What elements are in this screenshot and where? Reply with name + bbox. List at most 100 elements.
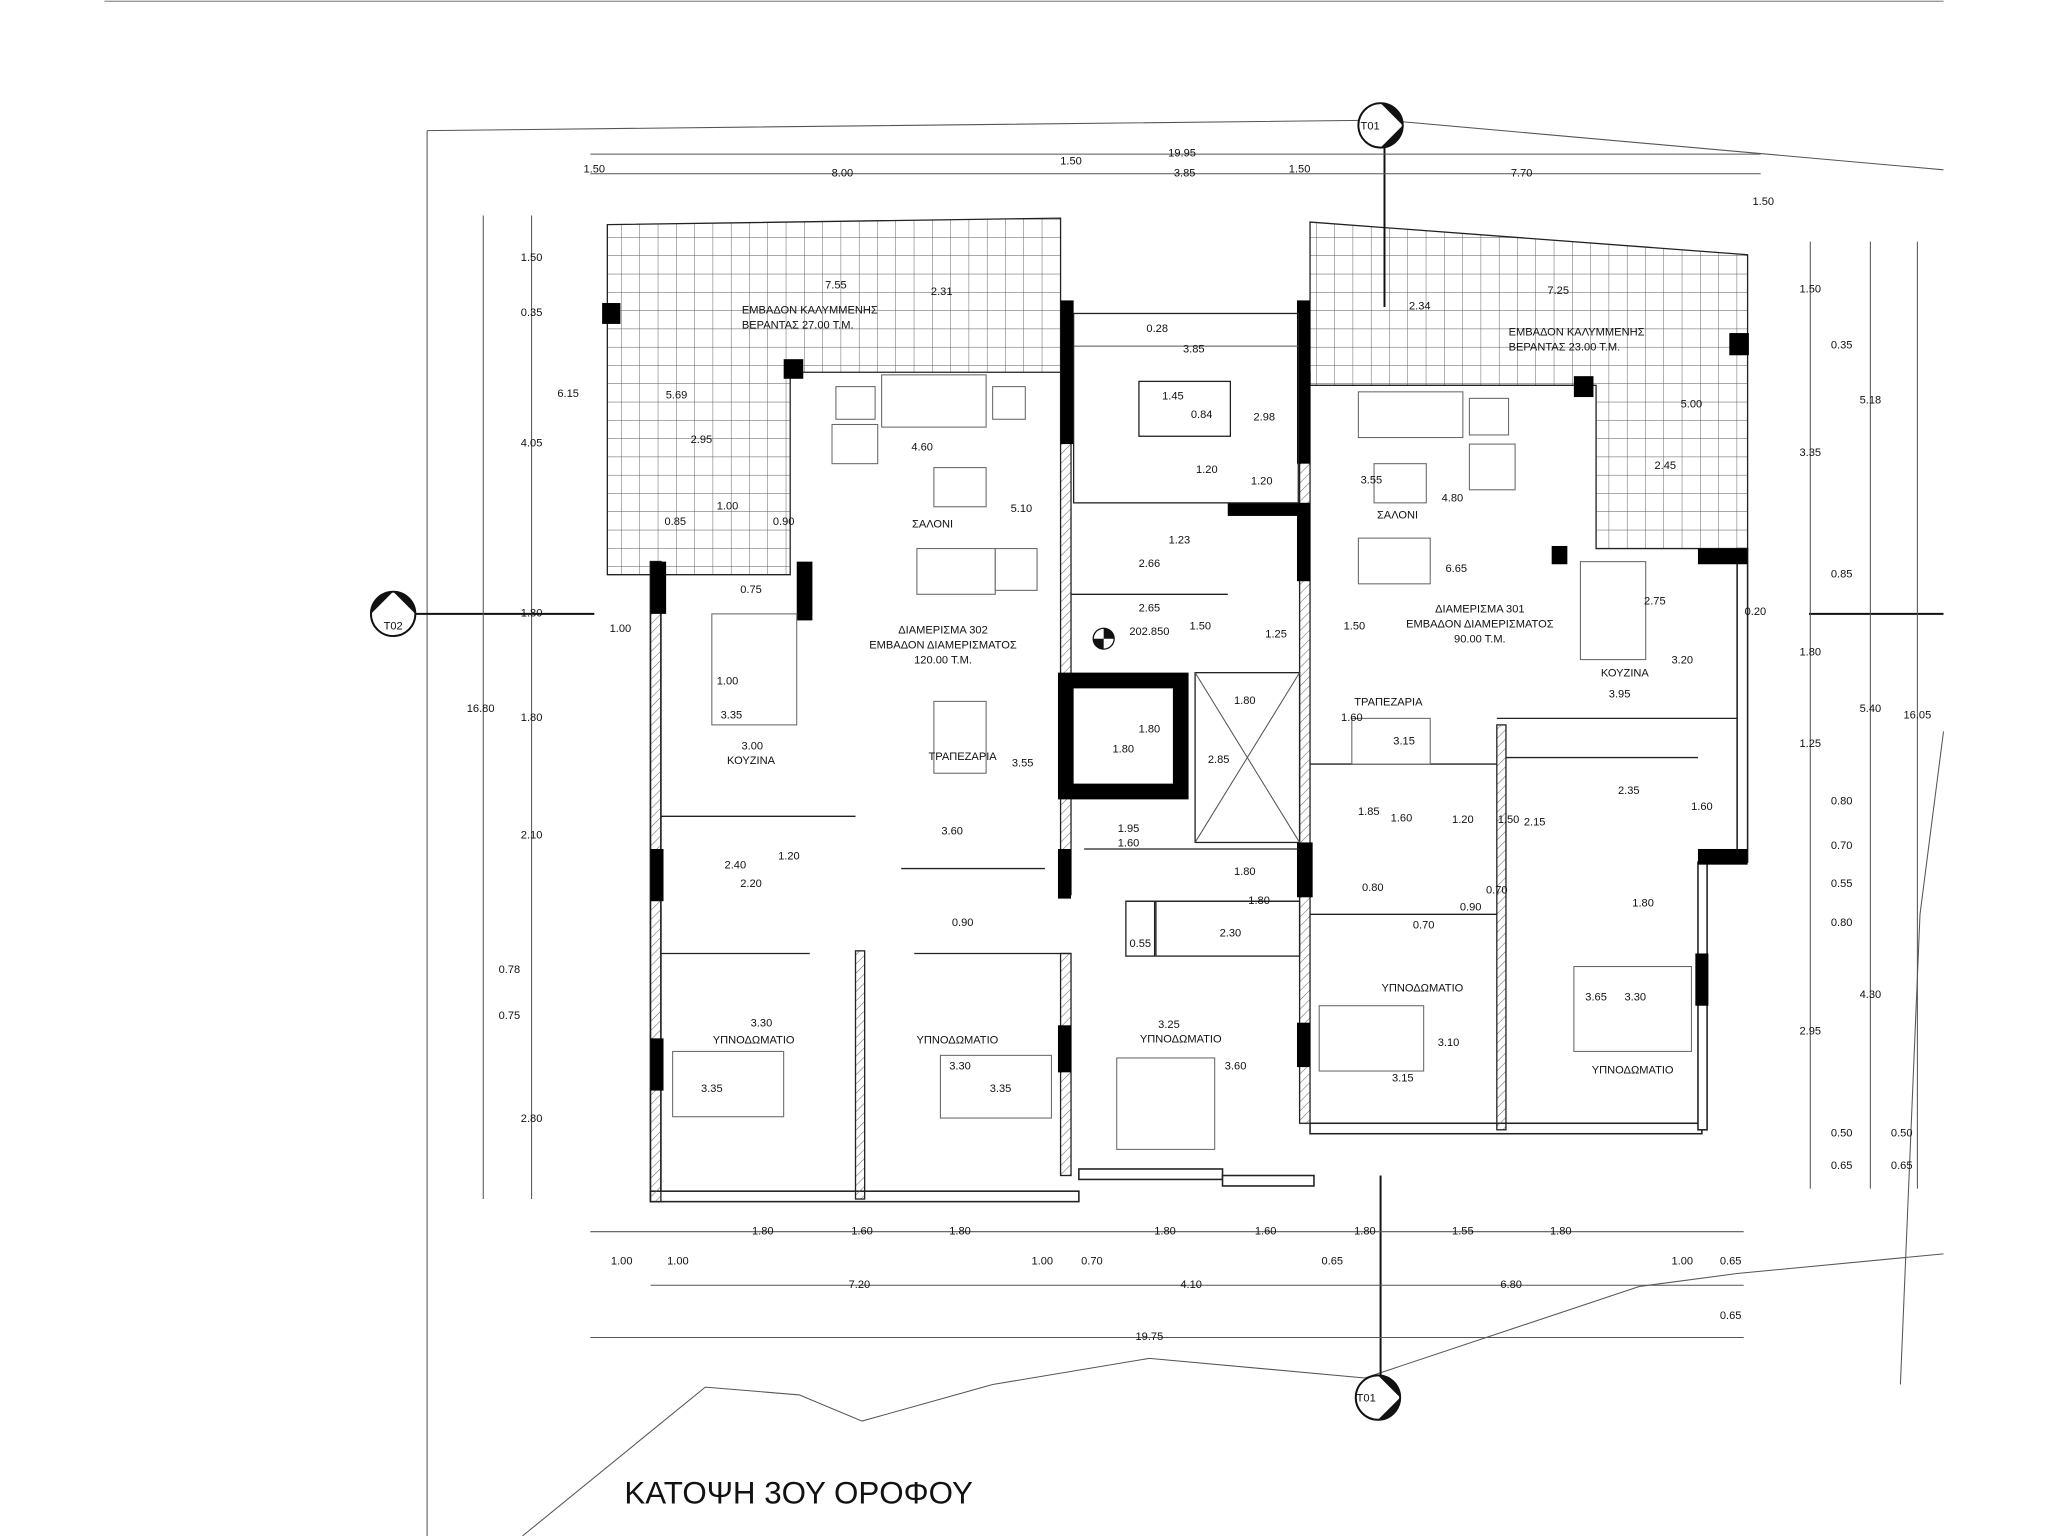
dimension-label: 1.00 bbox=[610, 623, 632, 635]
dimension-label: 1.50 bbox=[1344, 621, 1366, 633]
dimension-label: 1.80 bbox=[1112, 743, 1134, 755]
dimension-label: 1.50 bbox=[1190, 621, 1212, 633]
dimension-label: 1.80 bbox=[1354, 1225, 1376, 1237]
room-label: ΚΟΥΖΙΝΑ bbox=[1601, 668, 1650, 680]
dimension-label: 1.80 bbox=[949, 1225, 971, 1237]
dimension-label: 3.55 bbox=[1012, 758, 1034, 770]
dimension-label: 1.60 bbox=[851, 1225, 873, 1237]
dimension-label: 5.69 bbox=[666, 389, 688, 401]
veranda-area-label: ΕΜΒΑΔΟΝ ΚΑΛΥΜΜΕΝΗΣ bbox=[742, 304, 878, 316]
dimension-label: 2.85 bbox=[1208, 754, 1230, 766]
section-marker-left: T02 bbox=[369, 590, 417, 638]
dimension-lines bbox=[482, 153, 1918, 1338]
dimension-label: 3.65 bbox=[1585, 991, 1607, 1003]
dimension-label: 0.85 bbox=[1831, 568, 1853, 580]
dimension-label: 1.80 bbox=[1799, 647, 1821, 659]
dimension-label: 3.35 bbox=[701, 1083, 723, 1095]
dimension-label: 0.75 bbox=[499, 1010, 521, 1022]
dimension-label: 0.50 bbox=[1891, 1127, 1913, 1139]
dimension-label: 19.75 bbox=[1136, 1331, 1164, 1343]
dimension-label: 19.95 bbox=[1168, 148, 1196, 160]
dimension-label: 1.00 bbox=[717, 500, 739, 512]
dimension-label: 3.20 bbox=[1671, 655, 1693, 667]
site-boundary bbox=[426, 119, 1945, 1536]
dimension-label: 1.50 bbox=[1060, 156, 1082, 168]
room-label: ΤΡΑΠΕΖΑΡΙΑ bbox=[928, 751, 997, 763]
dimension-label: 16.05 bbox=[1904, 709, 1932, 721]
dimension-label: 3.30 bbox=[751, 1018, 773, 1030]
dimension-label: 4.30 bbox=[1860, 989, 1882, 1001]
dimension-label: 3.85 bbox=[1174, 167, 1196, 179]
dimension-label: 1.00 bbox=[717, 675, 739, 687]
dimension-label: 0.90 bbox=[952, 917, 974, 929]
dimension-label: 0.28 bbox=[1146, 323, 1168, 335]
dimension-label: 2.75 bbox=[1644, 596, 1666, 608]
dimension-label: 2.30 bbox=[1220, 927, 1242, 939]
dimension-label: 5.00 bbox=[1681, 399, 1703, 411]
dimension-label: 0.35 bbox=[521, 307, 543, 319]
dimension-label: 0.55 bbox=[1129, 938, 1151, 950]
dimension-label: 2.66 bbox=[1139, 558, 1161, 570]
dimension-label: 1.85 bbox=[1358, 806, 1380, 818]
dimension-label: 6.80 bbox=[1500, 1279, 1522, 1291]
veranda-area-label: ΒΕΡΑΝΤΑΣ 23.00 Τ.Μ. bbox=[1509, 342, 1621, 354]
dimension-label: 1.00 bbox=[1031, 1255, 1053, 1267]
dimension-label: 0.90 bbox=[1460, 901, 1482, 913]
dimension-label: 2.20 bbox=[740, 878, 762, 890]
apartment-area: 90.00 Τ.Μ. bbox=[1454, 634, 1506, 646]
dimension-label: 1.20 bbox=[1196, 464, 1218, 476]
dimension-label: 6.65 bbox=[1446, 563, 1468, 575]
dimension-label: 1.50 bbox=[1498, 814, 1520, 826]
dimension-label: 7.55 bbox=[825, 280, 847, 292]
section-marker-bottom: T01 bbox=[1354, 1374, 1402, 1421]
dimension-label: 1.50 bbox=[521, 252, 543, 264]
dimension-label: 1.20 bbox=[778, 850, 800, 862]
dimension-label: 1.00 bbox=[1671, 1255, 1693, 1267]
dimension-label: 0.65 bbox=[1321, 1255, 1343, 1267]
dimension-label: 0.65 bbox=[1720, 1310, 1742, 1322]
dimension-label: 0.70 bbox=[1831, 840, 1853, 852]
dimension-label: 7.20 bbox=[849, 1279, 871, 1291]
dimension-label: 1.80 bbox=[521, 712, 543, 724]
dimension-label: 3.35 bbox=[721, 709, 743, 721]
dimension-label: 1.45 bbox=[1162, 391, 1184, 403]
dimension-label: 4.10 bbox=[1180, 1279, 1202, 1291]
dimension-label: 3.15 bbox=[1392, 1072, 1414, 1084]
dimension-label: 0.35 bbox=[1831, 340, 1853, 352]
dimension-label: 3.30 bbox=[949, 1061, 971, 1073]
dimension-labels: 19.95 1.50 8.00 1.50 3.85 1.50 7.70 1.50 1.50 0.3… bbox=[467, 148, 1932, 1343]
room-label: ΤΡΑΠΕΖΑΡΙΑ bbox=[1354, 696, 1423, 708]
dimension-label: 2.95 bbox=[691, 434, 713, 446]
furniture bbox=[672, 374, 1692, 1150]
apartment-area-label: ΕΜΒΑΔΟΝ ΔΙΑΜΕΡΙΣΜΑΤΟΣ bbox=[869, 639, 1017, 651]
dimension-label: 7.25 bbox=[1547, 285, 1569, 297]
dimension-label: 0.65 bbox=[1891, 1160, 1913, 1172]
dimension-label: 4.60 bbox=[911, 442, 933, 454]
apartment-area-label: ΕΜΒΑΔΟΝ ΔΙΑΜΕΡΙΣΜΑΤΟΣ bbox=[1406, 619, 1554, 631]
dimension-label: 1.50 bbox=[1799, 284, 1821, 296]
dimension-label: 0.70 bbox=[1413, 920, 1435, 932]
dimension-label: 0.80 bbox=[1362, 882, 1384, 894]
dimension-label: 4.05 bbox=[521, 438, 543, 450]
dimension-label: 0.20 bbox=[1745, 606, 1767, 618]
dimension-label: 0.55 bbox=[1831, 878, 1853, 890]
dimension-label: 0.75 bbox=[740, 584, 762, 596]
dimension-label: 6.15 bbox=[557, 388, 579, 400]
dimension-label: 1.95 bbox=[1118, 823, 1140, 835]
dimension-label: 7.70 bbox=[1511, 167, 1533, 179]
dimension-label: 0.65 bbox=[1831, 1160, 1853, 1172]
room-label: ΚΟΥΖΙΝΑ bbox=[727, 755, 776, 767]
dimension-label: 3.85 bbox=[1183, 344, 1205, 356]
room-label: ΥΠΝΟΔΩΜΑΤΙΟ bbox=[1140, 1033, 1222, 1045]
dimension-label: 2.40 bbox=[725, 860, 747, 872]
veranda-area-label: ΕΜΒΑΔΟΝ ΚΑΛΥΜΜΕΝΗΣ bbox=[1509, 327, 1645, 339]
dimension-label: 1.00 bbox=[667, 1255, 689, 1267]
dimension-label: 1.80 bbox=[752, 1225, 774, 1237]
dimension-label: 5.40 bbox=[1860, 703, 1882, 715]
dimension-label: 0.65 bbox=[1720, 1255, 1742, 1267]
dimension-label: 0.70 bbox=[1081, 1255, 1103, 1267]
dimension-label: 8.00 bbox=[832, 167, 854, 179]
dimension-label: 2.31 bbox=[931, 286, 953, 298]
level-value: 202.850 bbox=[1129, 626, 1169, 638]
